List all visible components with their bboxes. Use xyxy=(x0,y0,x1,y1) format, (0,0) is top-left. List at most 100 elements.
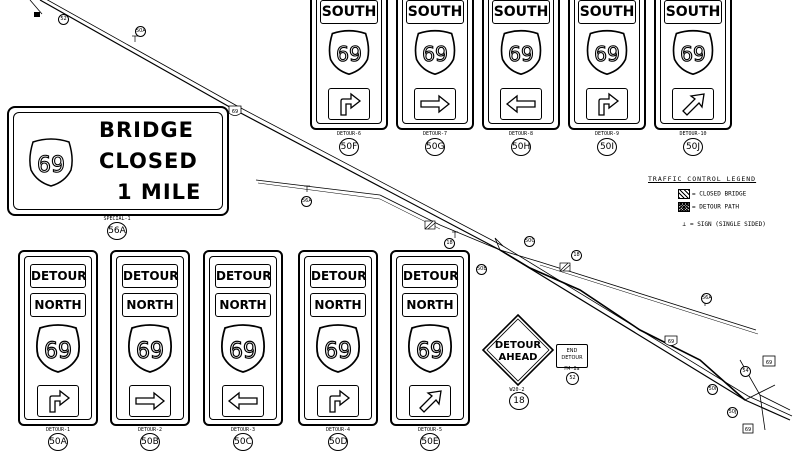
north-sign-code: DETOUR-1 xyxy=(45,427,71,433)
left-arrow-icon xyxy=(505,94,536,114)
south-detour-sign: SOUTH 69 xyxy=(568,0,646,130)
arrow-box xyxy=(37,385,79,417)
direction-plate: SOUTH xyxy=(578,0,636,24)
south-sign-callout: 50H xyxy=(511,138,531,156)
detour-plate: DETOUR xyxy=(30,264,87,288)
diag-up-right-arrow-icon xyxy=(682,93,705,116)
legend-title: TRAFFIC CONTROL LEGEND xyxy=(648,175,757,183)
north-sign-code: DETOUR-4 xyxy=(325,427,351,433)
east-road xyxy=(499,249,757,331)
south-detour-sign: SOUTH 69 xyxy=(310,0,388,130)
map-callout-56a: 56A xyxy=(301,196,312,207)
north-sign-callout: 50E xyxy=(420,433,440,451)
direction-plate: NORTH xyxy=(30,293,86,317)
arrow-box xyxy=(409,385,451,417)
right-arrow-icon xyxy=(135,391,166,411)
arrow-box xyxy=(129,385,171,417)
us-route-shield-icon: 69 xyxy=(328,29,370,76)
arrow-box xyxy=(500,88,542,120)
south-sign-code: DETOUR-9 xyxy=(594,131,620,137)
map-callout-52: 52 xyxy=(58,14,69,25)
diag-up-right-arrow-icon xyxy=(419,390,442,413)
svg-text:69: 69 xyxy=(416,339,444,364)
south-detour-sign: SOUTH 69 xyxy=(396,0,474,130)
svg-text:69: 69 xyxy=(508,42,534,66)
us-route-shield-icon: 69 xyxy=(315,324,361,373)
highway-ramp xyxy=(494,237,504,251)
map-callout-56d: 56A xyxy=(701,293,712,304)
direction-plate: NORTH xyxy=(215,293,271,317)
arrow-box xyxy=(222,385,264,417)
north-sign-code: DETOUR-2 xyxy=(137,427,163,433)
special-code: SPECIAL-1 xyxy=(103,216,131,222)
secondary-road-west-2 xyxy=(257,182,441,230)
us-route-shield-icon: 69 xyxy=(220,324,266,373)
map-route-shield-4: 69 xyxy=(742,423,754,434)
direction-plate: SOUTH xyxy=(492,0,550,24)
end-detour-callout: 52 xyxy=(566,372,579,385)
left-arrow-icon xyxy=(227,391,258,411)
sign-line-1: BRIDGE xyxy=(99,118,195,142)
svg-text:69: 69 xyxy=(136,339,164,364)
us-route-shield-icon: 69 xyxy=(586,29,628,76)
end-detour-line2: DETOUR xyxy=(561,355,583,361)
south-sign-callout: 50F xyxy=(339,138,359,156)
us-route-shield-icon: 69 xyxy=(127,324,173,373)
svg-text:69: 69 xyxy=(232,109,238,115)
detour-plate: DETOUR xyxy=(402,264,459,288)
map-callout-18b: 18 xyxy=(571,250,582,261)
turn-right-arrow-icon xyxy=(598,92,620,116)
svg-text:69: 69 xyxy=(422,42,448,66)
local-road xyxy=(499,249,746,401)
svg-text:69: 69 xyxy=(594,42,620,66)
svg-text:AHEAD: AHEAD xyxy=(499,352,538,363)
south-sign-callout: 50J xyxy=(683,138,703,156)
direction-plate: SOUTH xyxy=(406,0,464,24)
direction-plate: NORTH xyxy=(402,293,458,317)
hatch-swatch-icon xyxy=(678,189,690,199)
north-detour-sign: DETOUR NORTH 69 xyxy=(203,250,283,426)
map-route-shield-2: 69 xyxy=(664,335,678,346)
south-sign-callout: 50G xyxy=(425,138,445,156)
arrow-box xyxy=(328,88,370,120)
end-detour-sign: END DETOUR xyxy=(556,344,588,368)
detour-ahead-callout: 18 xyxy=(509,392,529,410)
map-callout-54: 54 xyxy=(740,366,751,377)
south-detour-sign: SOUTH 69 xyxy=(482,0,560,130)
arrow-box xyxy=(414,88,456,120)
sign-marker xyxy=(34,12,40,17)
north-detour-sign: DETOUR NORTH 69 xyxy=(18,250,98,426)
us-route-shield-icon: 69 xyxy=(500,29,542,76)
detour-plate: DETOUR xyxy=(215,264,272,288)
svg-text:69: 69 xyxy=(766,360,772,366)
legend-item-closed-bridge: = CLOSED BRIDGE xyxy=(678,189,746,199)
us-route-shield: 69 xyxy=(29,138,73,187)
us-route-shield-icon: 69 xyxy=(414,29,456,76)
turn-right-arrow-icon xyxy=(49,389,71,413)
arrow-box xyxy=(672,88,714,120)
north-sign-callout: 50C xyxy=(233,433,253,451)
north-sign-callout: 50B xyxy=(140,433,160,451)
svg-text:69: 69 xyxy=(229,339,257,364)
legend-item-sign: ⊥= SIGN (SINGLE SIDED) xyxy=(678,221,766,228)
map-route-shield-1: 69 xyxy=(228,105,242,116)
map-route-shield-3: 69 xyxy=(762,355,776,367)
direction-plate: NORTH xyxy=(310,293,366,317)
detour-plate: DETOUR xyxy=(122,264,179,288)
bridge-closed-sign: 69 BRIDGE CLOSED 1 MILE xyxy=(7,106,229,216)
svg-text:69: 69 xyxy=(44,339,72,364)
north-sign-callout: 50D xyxy=(328,433,348,451)
arrow-box xyxy=(317,385,359,417)
right-arrow-icon xyxy=(420,94,451,114)
svg-text:DETOUR: DETOUR xyxy=(495,340,542,351)
end-detour-code: M4-8a xyxy=(564,366,580,372)
svg-text:69: 69 xyxy=(745,427,751,433)
east-road-2 xyxy=(539,264,759,335)
map-callout-50b: 50B xyxy=(476,264,487,275)
svg-text:69: 69 xyxy=(680,42,706,66)
legend-item-detour-path: = DETOUR PATH xyxy=(678,202,739,212)
us-route-shield-icon: 69 xyxy=(672,29,714,76)
map-callout-50a-top: 50A xyxy=(135,26,146,37)
sign-symbol-icon: ⊥ xyxy=(682,221,686,228)
sign-line-3: 1 MILE xyxy=(117,180,202,204)
